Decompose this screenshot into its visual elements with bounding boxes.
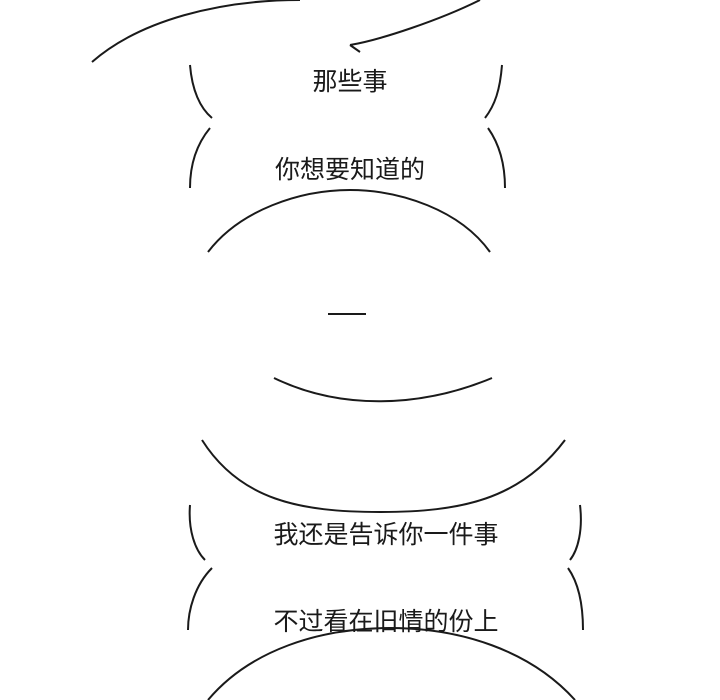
bubble-lower-top — [201, 439, 566, 514]
bubble-edge-left-1 — [189, 64, 213, 119]
bubble-edge-left-2 — [189, 127, 211, 189]
dialogue-line: 不过看在旧情的份上 — [273, 607, 499, 636]
bubble-tail — [349, 0, 481, 53]
dialogue-line: 你想要知道的 — [274, 155, 426, 184]
bubble-edge-right-2 — [487, 127, 506, 189]
bubble-edge-right-1 — [484, 64, 503, 119]
dialogue-line: 我还是告诉你一件事 — [273, 520, 499, 549]
bubble-edge-right-3 — [569, 504, 582, 561]
bubble-edge-left-3 — [188, 504, 206, 561]
bubble-middle-top — [207, 188, 491, 253]
dialogue-line: 那些事 — [312, 67, 388, 96]
bubble-top-outline — [91, 0, 301, 63]
bubble-edge-left-4 — [187, 567, 213, 631]
bubble-edge-right-4 — [567, 567, 584, 631]
bubble-bottom-top — [207, 626, 576, 700]
bubble-middle-bottom — [273, 377, 493, 403]
